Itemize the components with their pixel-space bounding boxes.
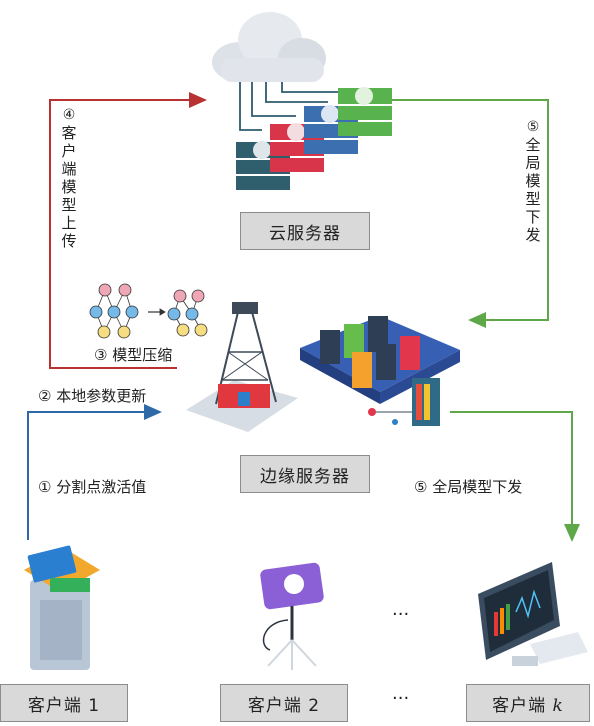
client-k-device-icon: [478, 562, 588, 666]
ellipsis-devices: ···: [392, 604, 410, 625]
cloud-server-box: 云服务器: [240, 212, 370, 250]
edge-server-label: 边缘服务器: [260, 466, 350, 487]
cloud-server-rack-icon: [236, 87, 392, 190]
neural-network-icon: [89, 283, 208, 339]
upload-arrow: [49, 92, 207, 369]
client-k-variable: k: [552, 695, 564, 716]
client-2-device-icon: [260, 562, 324, 670]
step3-label: ③ 模型压缩: [94, 346, 173, 364]
step4-number: ④: [62, 107, 76, 123]
client-k-label: 客户端 k: [492, 695, 564, 716]
step4-label: ④ 客户端模型上传: [60, 106, 78, 250]
client-2-label: 客户端 2: [247, 695, 321, 716]
step1-label: ① 分割点激活值: [38, 478, 147, 496]
step5-top-text: 全局模型下发: [525, 136, 541, 244]
edge-server-box: 边缘服务器: [240, 455, 370, 493]
client-k-box: 客户端 k: [466, 684, 590, 722]
edge-server-cluster-icon: [300, 316, 460, 426]
edge-tower-icon: [186, 302, 298, 432]
step5-top-label: ⑤ 全局模型下发: [524, 118, 542, 244]
client-1-device-icon: [24, 545, 100, 670]
download-arrow-top: [392, 99, 549, 328]
local-update-arrow: [27, 404, 162, 540]
client-2-box: 客户端 2: [220, 684, 348, 722]
step4-text: 客户端模型上传: [61, 124, 77, 250]
cloud-server-label: 云服务器: [269, 223, 341, 244]
step5-top-number: ⑤: [526, 119, 540, 135]
client-1-box: 客户端 1: [0, 684, 128, 722]
ellipsis-boxes: ···: [392, 688, 410, 709]
client-1-label: 客户端 1: [27, 695, 101, 716]
step5-right-label: ⑤ 全局模型下发: [414, 478, 523, 496]
step2-label: ② 本地参数更新: [38, 387, 147, 405]
cloud-icon: [212, 12, 326, 82]
cloud-network-lines: [239, 82, 360, 131]
download-arrow-right: [450, 411, 580, 542]
